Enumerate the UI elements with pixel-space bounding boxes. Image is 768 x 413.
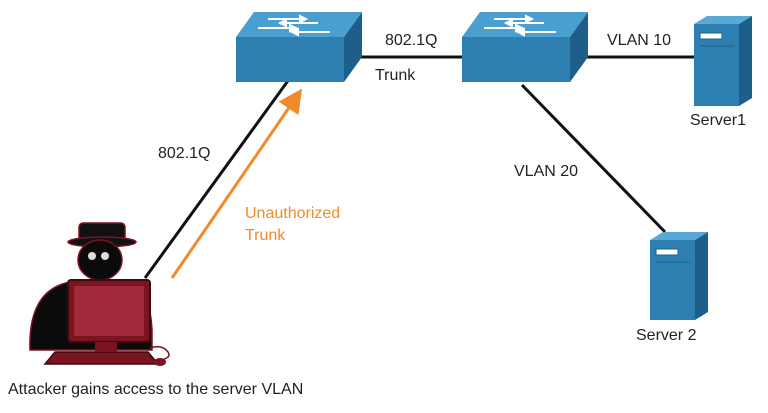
link-attacker-switch1 (143, 77, 292, 279)
switch-2-icon (462, 12, 588, 82)
caption: Attacker gains access to the server VLAN (8, 381, 303, 398)
unauthorized-trunk-arrow (170, 88, 303, 279)
vlan20-label: VLAN 20 (514, 163, 578, 180)
server1-label: Server1 (690, 112, 746, 129)
link-label-switches-protocol: 802.1Q (385, 32, 437, 49)
unauthorized-label-line1: Unauthorized (245, 205, 340, 222)
server-1-icon (694, 16, 752, 106)
server-2-icon (650, 232, 708, 320)
server2-label: Server 2 (636, 327, 697, 344)
vlan10-label: VLAN 10 (607, 32, 671, 49)
link-switch2-server2 (520, 83, 667, 234)
unauthorized-label-line2: Trunk (245, 227, 286, 244)
link-label-attacker-trunk: 802.1Q (158, 145, 210, 162)
link-label-switches-trunk: Trunk (375, 67, 416, 84)
switch-1-icon (236, 12, 362, 82)
attacker-hacker-icon (29, 222, 170, 366)
